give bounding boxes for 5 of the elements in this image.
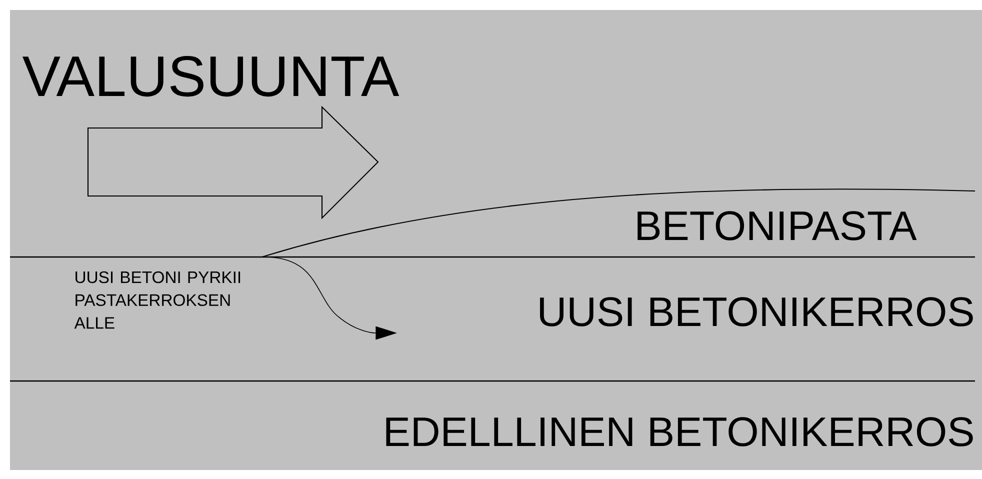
note-text: UUSI BETONI PYRKII PASTAKERROKSEN ALLE [74, 271, 240, 329]
layer-label: EDELLLINEN BETONIKERROS [386, 417, 973, 446]
layer-label: BETONIPASTA [638, 211, 917, 240]
flow-direction-label: VALUSUUNTA [22, 56, 400, 97]
layer-label: UUSI BETONIKERROS [540, 297, 973, 326]
